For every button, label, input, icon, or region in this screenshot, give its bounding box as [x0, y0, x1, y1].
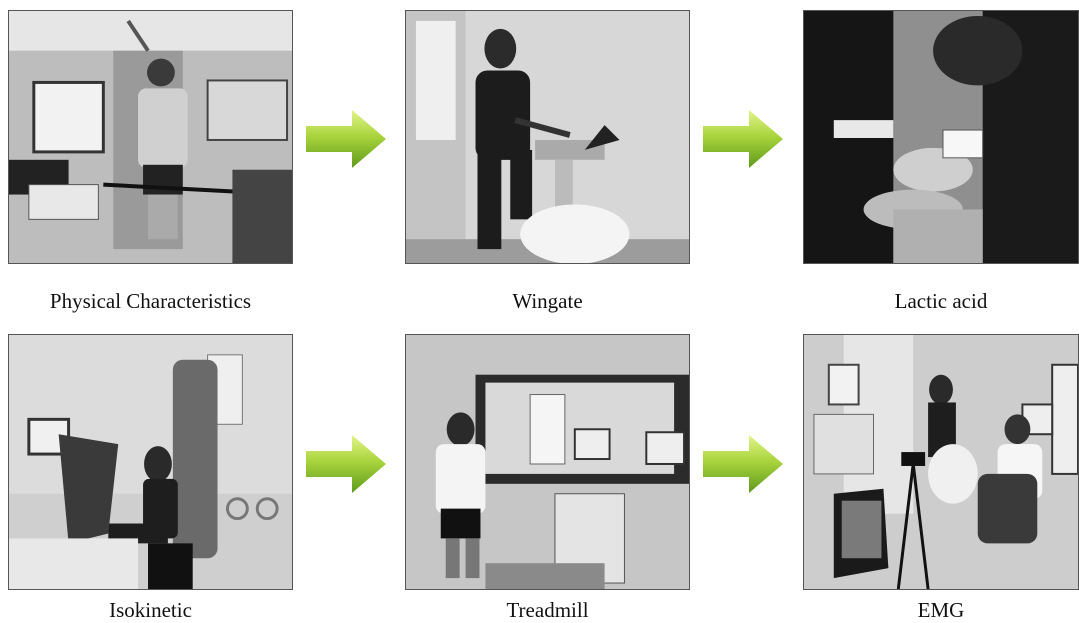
- caption-physical-characteristics: Physical Characteristics: [49, 289, 252, 313]
- right-arrow-icon: [306, 110, 386, 168]
- body-composition-scanner-photo: [9, 11, 292, 263]
- flow-arrow-3: [302, 431, 390, 497]
- isokinetic-dynamometer-photo: [9, 335, 292, 589]
- right-arrow-icon: [703, 110, 783, 168]
- photo-wingate: [405, 10, 690, 264]
- flow-arrow-4: [699, 431, 787, 497]
- right-arrow-icon: [306, 435, 386, 493]
- caption-treadmill: Treadmill: [506, 598, 589, 622]
- caption-emg: EMG: [917, 598, 965, 622]
- photo-isokinetic: [8, 334, 293, 590]
- photo-emg: [803, 334, 1079, 590]
- emg-lab-photo: [804, 335, 1078, 589]
- caption-isokinetic: Isokinetic: [109, 598, 192, 622]
- photo-lactic-acid: [803, 10, 1079, 264]
- photo-physical-characteristics: [8, 10, 293, 264]
- caption-wingate: Wingate: [512, 289, 583, 313]
- treadmill-photo: [406, 335, 689, 589]
- right-arrow-icon: [703, 435, 783, 493]
- blood-sample-photo: [804, 11, 1078, 263]
- photo-treadmill: [405, 334, 690, 590]
- flow-arrow-2: [699, 106, 787, 172]
- cycle-ergometer-photo: [406, 11, 689, 263]
- caption-lactic-acid: Lactic acid: [894, 289, 988, 313]
- flow-arrow-1: [302, 106, 390, 172]
